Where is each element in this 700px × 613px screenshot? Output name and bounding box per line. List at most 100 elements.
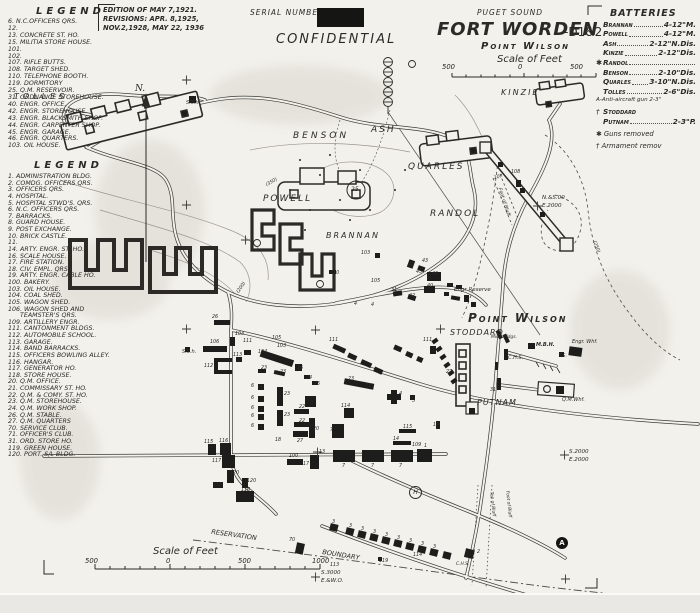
armament-removed-note: † Armament remov <box>596 142 696 150</box>
scale-top-label: Scale of Feet <box>497 54 562 65</box>
legend-item: 2. COMDG. OFFICERS QRS. <box>8 179 93 187</box>
map-annotation: 23 <box>261 366 268 371</box>
battery-name: Quarles <box>603 77 631 87</box>
legend-item: 119. DORMITORY <box>8 80 63 88</box>
coordinate-sw: S.3000 E.&W.O. <box>321 569 343 585</box>
legend-item: 71. OFFICER'S CLUB. <box>8 431 74 439</box>
legend-item: 102. <box>8 52 23 60</box>
map-annotation: 23 <box>284 392 291 397</box>
map-annotation: 109 <box>412 443 422 448</box>
map-annotation: 27 <box>446 370 453 375</box>
legend-item: 42. ENGR. STOREHOUSE. <box>8 107 88 115</box>
battery-armament: 2-6"Dis. <box>663 86 696 96</box>
map-annotation: 111 <box>329 338 339 343</box>
serial-number-label: SERIAL NUMBER <box>250 8 325 17</box>
small-map-dots <box>289 154 406 231</box>
battery-armament: 2-10"Dis. <box>658 67 696 77</box>
edition-block: EDITION OF MAY 7,1921.REVISIONS: APR. 8,… <box>103 6 223 33</box>
map-annotation: 13 <box>319 450 326 455</box>
map-annotation: 114 <box>341 404 351 409</box>
legend-item: 70. SERVICE CLUB. <box>8 424 68 432</box>
map-annotation: 31 <box>391 288 398 293</box>
map-annotation: 3 <box>433 545 437 550</box>
map-annotation: 110 <box>330 271 340 276</box>
map-annotation: 16 <box>297 366 304 371</box>
legend-item: 114. BAND BARRACKS. <box>8 345 81 353</box>
map-annotation: 18 <box>275 438 282 443</box>
battery-label-putnam: PUTNAM <box>477 398 517 407</box>
map-annotation: 103 <box>361 251 371 256</box>
map-annotation: 4 <box>371 303 375 308</box>
aa-gun-note: A-Anti-aircraft gun 2-3" <box>596 96 662 103</box>
battery-name: Powell <box>603 29 628 39</box>
map-annotation: 6 <box>251 406 255 411</box>
battery-armament: 2-12"Dis. <box>658 48 696 58</box>
label-engr-reserve: Engr Reserve <box>454 287 491 293</box>
battery-row: ✱Randol <box>596 57 696 67</box>
asterisk-mark: ✱ <box>596 129 602 138</box>
legend-item: 6. N.C.OFFICERS QRS. <box>8 18 78 25</box>
map-annotation: 100 <box>289 454 299 459</box>
map-annotation: 27 <box>297 439 304 444</box>
map-annotation: 14 <box>393 437 400 442</box>
wharf-hatches <box>535 361 561 374</box>
legend-item: 46. ENGR. QUARTERS. <box>8 135 79 143</box>
map-annotation: 3 <box>361 527 365 532</box>
legend-item: 100. BAKERY. <box>8 279 51 286</box>
map-annotation: 105 <box>371 279 381 284</box>
dagger-mark: † <box>596 107 600 117</box>
legend-item: 21. COMMISSARY ST. HO. <box>8 385 87 392</box>
map-annotation: 20 <box>313 427 320 432</box>
legend-item: 104. COAL SHED. <box>8 292 63 300</box>
map-annotation: 3 <box>385 533 389 538</box>
region-label: PUGET SOUND <box>477 8 544 17</box>
map-annotation: 3 <box>373 530 377 535</box>
legend-item: 23. Q.M. STOREHOUSE. <box>8 398 82 406</box>
map-title: FORT WORDEN <box>437 19 599 40</box>
battery-label-kinzie: KINZIE <box>501 88 540 97</box>
legend-item: 43. ENGR. BLACKSMITH SHOP. <box>8 114 104 122</box>
legend-item: 106. WAGON SHED AND <box>8 305 85 313</box>
legend-item: 7. BARRACKS. <box>8 212 53 220</box>
map-annotation: 119 <box>379 559 389 564</box>
legend-item: 109. ARTILLERY ENGR. <box>8 318 80 326</box>
scale-bottom-tick: 500 <box>85 557 98 565</box>
map-annotation: 106 <box>210 340 220 345</box>
label-mbh: M.B.H. <box>536 342 555 348</box>
map-annotation: 117 <box>212 459 222 464</box>
legend-item: 118. STORE HOUSE. <box>8 371 72 379</box>
map-annotation: 4 <box>399 392 403 397</box>
sight-line <box>387 111 541 336</box>
map-annotation: 3 <box>397 536 401 541</box>
map-annotation: 17 <box>303 462 310 467</box>
legend-item: 26. Q.M. STABLE. <box>8 411 62 419</box>
guns-removed-note: ✱ Guns removed <box>596 130 696 138</box>
coordinate-text: S.3000 <box>321 570 341 576</box>
map-annotation: 25 <box>351 186 359 193</box>
legend-item: 31. ORDNANCE STOREHOUSE. <box>8 93 104 101</box>
map-annotation: 112 <box>204 364 214 369</box>
legend-item: 13. CONCRETE ST. HO. <box>8 31 80 39</box>
map-annotation: 25 <box>314 382 321 387</box>
map-annotation: 7 <box>342 464 346 469</box>
coordinate-ne: N.&S.00 E.2000 <box>542 194 565 210</box>
legend-item: 3. OFFICERS QRS. <box>8 186 65 194</box>
map-annotation: 3 <box>409 539 413 544</box>
dagger-mark: † <box>596 141 600 150</box>
coordinate-text: E.2000 <box>542 203 562 209</box>
dotted-leader <box>628 35 663 37</box>
legend-item: TEAMSTER'S QRS. <box>8 312 77 320</box>
legend-item: 117. GENERATOR HO. <box>8 365 77 373</box>
map-annotation: 40 <box>427 284 434 289</box>
dotted-leader <box>629 123 672 125</box>
dotted-leader <box>631 83 649 85</box>
map-annotation: 120 <box>247 479 257 484</box>
map-annotation: 108 <box>511 170 521 175</box>
terrain-wash <box>20 65 670 520</box>
